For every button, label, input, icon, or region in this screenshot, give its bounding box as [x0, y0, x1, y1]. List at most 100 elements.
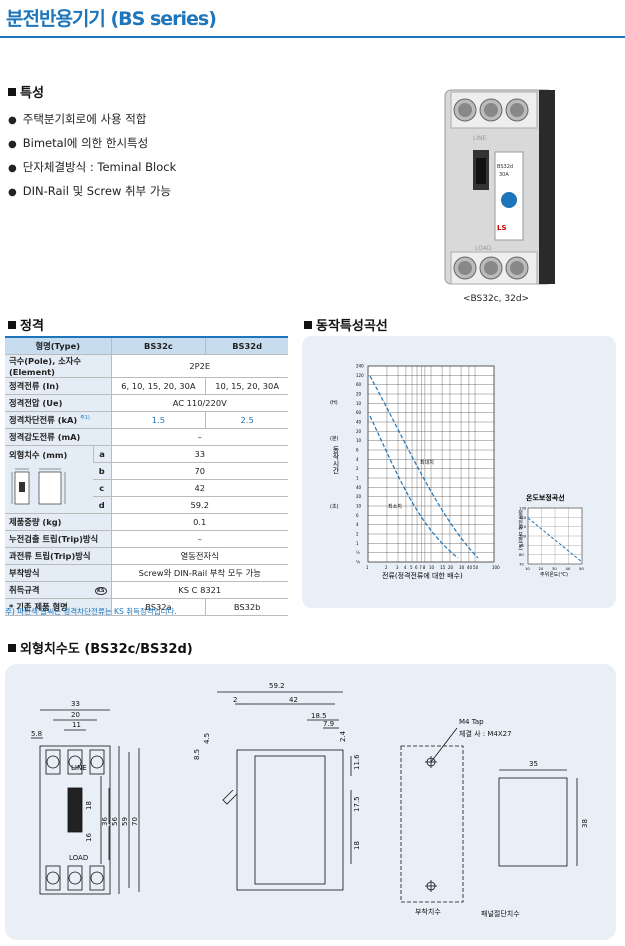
page-title: 분전반용기기 (BS series)	[6, 8, 217, 30]
y-tick-label: 1	[356, 541, 359, 546]
table-header-row: 형명(Type) BS32c BS32d	[5, 336, 288, 355]
y-unit-hours: (H)	[330, 400, 338, 406]
dimension-panel: 33 20 11 5.8 LINE LOAD 18 16 36 56 59 70…	[5, 664, 616, 940]
feature-item: 주택분기회로에 사용 적합	[8, 108, 176, 132]
table-row: c 42	[5, 479, 288, 497]
temp-y-tick-label: 110	[519, 524, 527, 529]
y-tick-label: 6	[356, 513, 359, 518]
dim-w58: 5.8	[31, 730, 42, 738]
front-view	[31, 709, 140, 895]
x-tick-label: 2	[385, 565, 388, 570]
mount-tap-label: M4 Tap	[459, 718, 484, 726]
dim-sub-label: c	[93, 479, 111, 497]
y-tick-label: 20	[356, 392, 362, 397]
y-tick-label: 10	[356, 504, 362, 509]
title-rule	[0, 36, 625, 38]
x-tick-label: 8	[423, 565, 426, 570]
dim-w33: 33	[71, 700, 80, 708]
y-tick-label: 10	[356, 438, 362, 443]
features-heading-text: 특성	[20, 86, 44, 101]
temp-x-tick-label: 40	[566, 566, 571, 571]
row-label: 정격전압 (Ue)	[5, 394, 111, 412]
dim-d185: 18.5	[311, 712, 327, 720]
x-tick-label: 100	[492, 565, 500, 570]
y-tick-label: 4	[356, 522, 359, 527]
x-tick-label: 30	[459, 565, 465, 570]
characteristic-heading-text: 동작특성곡선	[316, 319, 388, 334]
table-row: 제품중량 (kg) 0.1	[5, 513, 288, 531]
photo-load-label: LOAD	[475, 245, 492, 252]
dim-d45: 4.5	[203, 733, 211, 744]
dim-h56: 56	[111, 817, 119, 826]
temp-curve	[527, 517, 583, 563]
y-tick-label: 2	[356, 466, 359, 471]
y-tick-label: 6	[356, 448, 359, 453]
y-tick-label: ¼	[356, 560, 360, 565]
dim-h59: 59	[121, 817, 129, 826]
dim-d24: 2.4	[339, 730, 347, 742]
x-axis-title: 전류(정격전류에 대한 배수)	[382, 571, 463, 580]
row-value: 0.1	[110, 513, 288, 531]
dim-d592: 59.2	[269, 682, 285, 690]
mount-view	[400, 727, 464, 903]
mini-outline-icon	[11, 468, 66, 504]
dim-d2: 2	[233, 696, 237, 704]
photo-line-label: LINE	[473, 135, 487, 142]
front-load-label: LOAD	[69, 854, 88, 862]
x-tick-label: 10	[429, 565, 435, 570]
dim-d42: 42	[289, 696, 298, 704]
row-label: 과전류 트립(Trip)방식	[5, 547, 111, 565]
dim-d116: 11.6	[353, 754, 361, 770]
row-value: 42	[110, 479, 288, 497]
cutout-view	[498, 769, 578, 867]
dim-h16: 16	[85, 833, 93, 842]
y-unit-seconds: (초)	[330, 504, 339, 510]
row-label-text: 정격차단전류 (kA)	[9, 414, 78, 425]
y-tick-label: 1	[356, 476, 359, 481]
x-tick-label: 5	[410, 565, 413, 570]
row-label-text: 외형치수 (mm)	[9, 449, 68, 460]
dim-w11: 11	[72, 721, 81, 729]
temp-x-tick-label: 50	[579, 566, 584, 571]
max-curve-label: 최대치	[420, 459, 434, 466]
temp-y-tick-label: 130	[519, 506, 527, 511]
temp-x-tick-label: 20	[539, 566, 544, 571]
dimensions-heading-text: 외형치수도 (BS32c/BS32d)	[20, 642, 193, 657]
temp-y-tick-label: 80	[519, 552, 524, 557]
row-value: 59.2	[110, 496, 288, 514]
row-value: 70	[110, 462, 288, 480]
x-tick-label: 40	[467, 565, 473, 570]
table-row: * 기존 제품 형명 BS32a BS32b	[5, 598, 288, 616]
header-bs32d: BS32d	[205, 336, 288, 355]
x-tick-label: 7	[419, 565, 422, 570]
row-value-d: 10, 15, 20, 30A	[205, 377, 288, 395]
y-tick-label: 20	[356, 494, 362, 499]
row-value: Screw와 DIN-Rail 부착 모두 가능	[110, 564, 288, 582]
header-type: 형명(Type)	[5, 336, 111, 355]
row-label: 정격감도전류 (mA)	[5, 428, 111, 446]
y-tick-label: 60	[356, 410, 362, 415]
cutout-caption: 패널절단치수	[481, 909, 520, 918]
row-value-d: 2.5	[205, 411, 288, 429]
dimension-drawing: 33 20 11 5.8 LINE LOAD 18 16 36 56 59 70…	[31, 682, 589, 918]
x-tick-label: 50	[473, 565, 479, 570]
y-tick-label: 40	[356, 420, 362, 425]
min-curve	[369, 415, 459, 559]
dimensions-heading: 외형치수도 (BS32c/BS32d)	[8, 638, 193, 657]
x-tick-label: 6	[415, 565, 418, 570]
y-tick-label: 10	[356, 401, 362, 406]
table-row: 과전류 트립(Trip)방식 열동전자식	[5, 547, 288, 565]
x-tick-label: 1	[366, 565, 369, 570]
row-value: 열동전자식	[110, 547, 288, 565]
dim-h36: 36	[101, 817, 109, 826]
dim-sub-label: b	[93, 462, 111, 480]
x-tick-label: 4	[404, 565, 407, 570]
side-view	[217, 691, 352, 891]
ratings-heading-text: 정격	[20, 319, 44, 334]
product-photo: LINE BS32d 30A LS LOAD	[444, 89, 555, 285]
min-curve-label: 최소치	[388, 503, 402, 510]
